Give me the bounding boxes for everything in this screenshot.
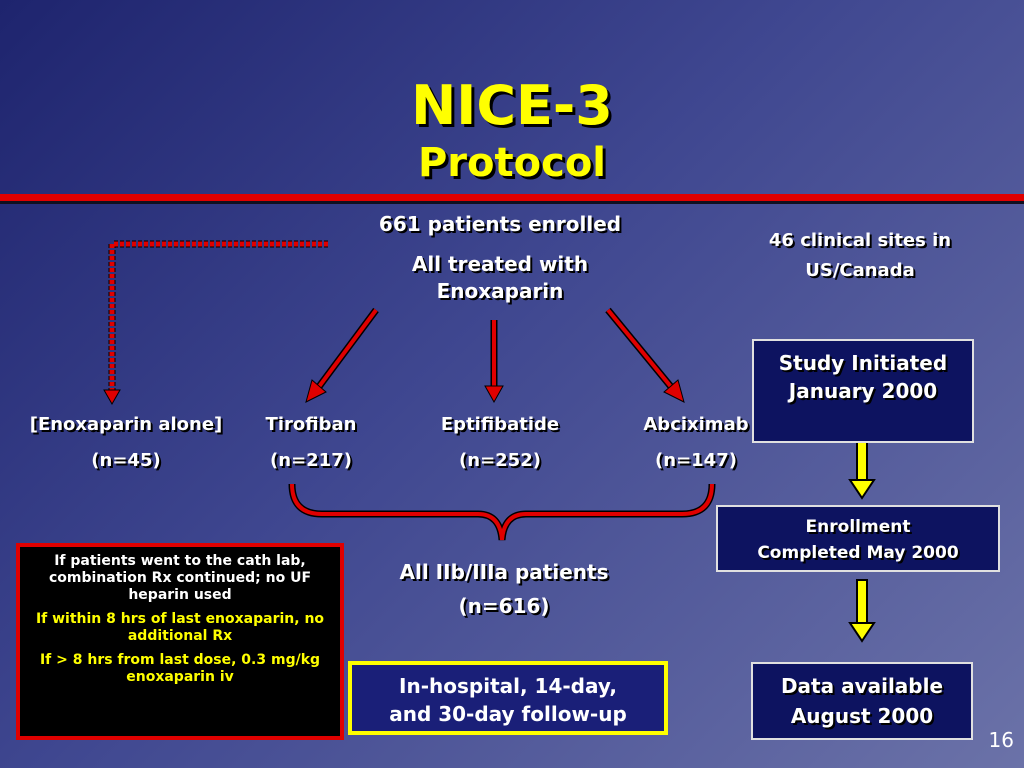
arm-enoxaparin-n: (n=45): [91, 450, 161, 471]
study-line2: January 2000: [788, 379, 938, 403]
treated-line2: Enoxaparin: [436, 279, 564, 303]
enrolled-label: 661 patients enrolled: [378, 212, 622, 236]
arm-abciximab-n: (n=147): [655, 450, 737, 471]
arm-abciximab-name: Abciximab: [643, 414, 749, 435]
data-available-box: Data available August 2000: [751, 662, 973, 740]
data-line1: Data available: [780, 674, 944, 698]
cath-para1: If patients went to the cath lab, combin…: [48, 553, 312, 603]
study-initiated-box: Study Initiated January 2000: [752, 339, 974, 443]
cath-para2: If within 8 hrs of last enoxaparin, no a…: [35, 611, 325, 644]
enroll-line1: Enrollment: [805, 517, 911, 537]
iib-brace: [288, 483, 716, 541]
enrollment-box: Enrollment Completed May 2000: [716, 505, 1000, 572]
data-line2: August 2000: [790, 704, 934, 728]
arrow-to-abciximab: [605, 307, 685, 403]
arm-eptifibatide-n: (n=252): [459, 450, 541, 471]
page-subtitle: Protocol: [417, 140, 607, 186]
sites-line1: 46 clinical sites in: [768, 230, 952, 251]
arrow-to-tirofiban: [305, 307, 379, 403]
sites-line2: US/Canada: [805, 260, 915, 281]
timeline-arrow-2: [848, 579, 876, 643]
study-line1: Study Initiated: [778, 351, 948, 375]
cath-para3: If > 8 hrs from last dose, 0.3 mg/kg eno…: [39, 652, 321, 685]
page-title: NICE-3: [411, 74, 613, 137]
arm-eptifibatide-name: Eptifibatide: [440, 414, 560, 435]
timeline-arrow-1: [848, 434, 876, 500]
arm-tirofiban-n: (n=217): [270, 450, 352, 471]
title-rule-red: [0, 194, 1024, 201]
enroll-line2: Completed May 2000: [757, 543, 959, 563]
all-iib-line1: All IIb/IIIa patients: [399, 560, 609, 584]
cath-lab-box: If patients went to the cath lab, combin…: [16, 543, 344, 740]
arm-tirofiban-name: Tirofiban: [265, 414, 357, 435]
all-iib-line2: (n=616): [458, 594, 550, 618]
arm-enoxaparin-name: [Enoxaparin alone]: [29, 414, 223, 435]
treated-line1: All treated with: [411, 252, 589, 276]
page-number: 16: [988, 728, 1014, 752]
followup-line1: In-hospital, 14-day,: [399, 674, 617, 698]
followup-box: In-hospital, 14-day, and 30-day follow-u…: [348, 661, 668, 735]
arrow-to-eptifibatide: [484, 320, 504, 404]
dotted-connector: [103, 240, 328, 406]
title-rule-dark: [0, 201, 1024, 204]
followup-line2: and 30-day follow-up: [389, 702, 627, 726]
